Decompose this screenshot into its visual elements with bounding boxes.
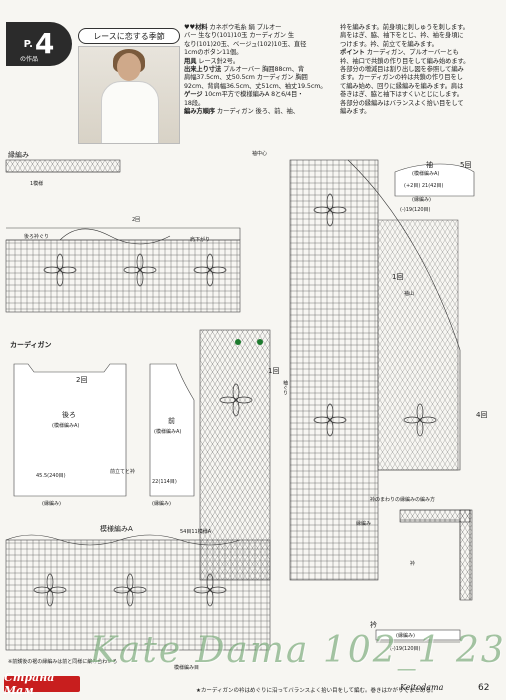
sleeve-side-label: 袖山 — [404, 291, 415, 297]
collar-title: 衿 — [370, 621, 377, 629]
instruction-line: バー 生なり(101)10玉 カーディガン 生 — [184, 32, 295, 40]
flower-motif-petal — [33, 586, 51, 594]
instruction-line: 92cm、背肩幅36.5cm、丈51cm、袖丈19.5cm。 — [184, 82, 327, 90]
page-number: 4 — [34, 27, 55, 60]
flower-motif-petal — [313, 206, 331, 214]
edge-top-rep: 1模様 — [30, 181, 44, 187]
sleeve-dim-1: (+2目) 21(42目) — [404, 183, 444, 189]
page-number-tag: P. 4 の作品 — [6, 22, 72, 66]
bottom-note: ※前銭後の裾の縁編みは前と同様に編み合わせる — [8, 659, 118, 665]
instruction-line: 衿、袖口で共鎖の作り目をして編み始めます。 — [340, 57, 470, 65]
pattern-a-title: 模様編みA — [100, 525, 133, 533]
flower-motif-petal — [313, 416, 331, 424]
instruction-line: ♥♥材料 カネボウ毛糸 絹 プルオー — [184, 24, 282, 31]
rows-1-label: 1回 — [268, 367, 280, 375]
instruction-line: ポイント カーディガン、プルオーバーとも — [340, 49, 459, 57]
magazine-brand: Keitodama — [400, 683, 444, 692]
instruction-line: 用具 レース針2号。 — [184, 57, 240, 65]
instruction-line: 巻きはぎ、脇と袖下はすくいとじにします。 — [340, 91, 463, 99]
instruction-line: ゲージ 10cm平方で模様編みA 8と6/4目・ — [184, 91, 304, 99]
instruction-line: 1cmのボタン11個。 — [184, 49, 243, 57]
instruction-line: 18段。 — [184, 99, 205, 107]
flower-motif-petal — [403, 416, 421, 424]
back-neck-label: 後ろ衿ぐり — [24, 234, 50, 240]
flower-motif-petal — [219, 396, 237, 404]
instruction-line: つけます。衿、前立てを編みます。 — [340, 40, 438, 48]
front-button-label: 前立てと衿 — [110, 469, 136, 475]
collar-dim: (-)19(120目) — [390, 646, 421, 652]
sleeve-dim-2: (-)19(120目) — [400, 207, 431, 213]
flower-motif-petal — [123, 266, 141, 274]
sleeve-count-4: 4回 — [476, 411, 488, 419]
flower-motif-petal — [43, 266, 61, 274]
flower-motif-petal — [193, 586, 211, 594]
shoulder-edge-label: 肩下がり — [190, 237, 211, 243]
instruction-line: 衿を編みます。前身頃に刺しゅうを刺します。 — [340, 24, 469, 31]
site-logo[interactable]: Страна Мам — [4, 671, 80, 697]
instruction-line: 各部分の縁編みはバランスよく拾い目をして — [340, 99, 464, 107]
edge-right-title: 衿のまわりの縁編みの編み方 — [370, 497, 436, 503]
edge-top-label: 縁編み — [8, 151, 29, 159]
page-number-footer: 62 — [478, 683, 490, 693]
collar-label: 衿 — [410, 561, 416, 567]
number-caption: の作品 — [20, 56, 39, 63]
season-label: レースに恋する季節 — [78, 28, 180, 44]
instruction-line: 肩をはぎ、脇、袖下をとじ、衿、袖を身頃に — [340, 32, 464, 40]
armhole-label: 袖ぐり — [282, 380, 288, 395]
collar-edge: (縁編み) — [396, 633, 415, 639]
instruction-line: 各部分の増減目は割り出し図を参照して編み — [340, 66, 464, 74]
instruction-line: ます。カーディガンの衿は共鎖の作り目をし — [340, 74, 463, 82]
instruction-line: 編みます。 — [340, 108, 371, 116]
instruction-line: 肩幅37.5cm、丈50.5cm カーディガン 胸囲 — [184, 74, 308, 82]
back-width: 45.5(240目) — [36, 473, 66, 479]
bottom-dim: 模様編み目 — [174, 665, 200, 671]
edge-right-label: 縁編み — [356, 521, 372, 527]
front-width: 22(114目) — [152, 479, 177, 485]
instructions-column-1: ♥♥材料 カネボウ毛糸 絹 プルオーバー 生なり(101)10玉 カーディガン … — [184, 24, 334, 116]
sleeve-count-5: 5回 — [460, 161, 472, 169]
model-photo — [78, 46, 180, 144]
pattern-a-dim: 54目11模様A — [180, 529, 212, 535]
sleeve-title: 袖 — [426, 161, 433, 169]
footnote: ★カーディガンの衿はめぐりに沿ってバランスよく拾い目をして編む。巻きはかがりでま… — [196, 688, 437, 694]
flower-motif-petal — [193, 266, 211, 274]
flower-motif-petal — [113, 586, 131, 594]
back-edge-bottom: (縁編み) — [42, 501, 61, 507]
sleeve-center-label: 袖中心 — [252, 151, 268, 157]
page-prefix: P. — [23, 38, 33, 50]
rows-2-label: 2回 — [76, 376, 88, 384]
front-edge-bottom: (縁編み) — [152, 501, 171, 507]
sleeve-count-1: 1回 — [392, 273, 404, 281]
instructions-column-2: 衿を編みます。前身頃に刺しゅうを刺します。肩をはぎ、脇、袖下をとじ、衿、袖を身頃… — [340, 24, 500, 116]
sleeve-pattern: (模様編みA) — [412, 171, 440, 177]
cardigan-title: カーディガン — [10, 341, 52, 349]
back-pattern: (模様編みA) — [52, 423, 80, 429]
instruction-line: なり(101)20玉、ベージュ(102)10玉、直径 — [184, 40, 307, 48]
sleeve-edge: (縁編み) — [412, 197, 431, 203]
instruction-line: 出来上り寸法 プルオーバー 胸囲88cm、背 — [184, 66, 305, 74]
front-pattern: (模様編みA) — [154, 429, 182, 435]
front-title: 前 — [168, 417, 175, 425]
back-title: 後ろ — [62, 411, 76, 419]
shoulder-top-label: 2回 — [132, 217, 141, 223]
watermark: Kate Dama 102_1 23 — [90, 630, 506, 671]
instruction-line: て編み始め、回りに縁編みを編みます。肩は — [340, 82, 464, 90]
instruction-line: 編み方順序 カーディガン 後ろ、前、袖、 — [184, 108, 299, 116]
